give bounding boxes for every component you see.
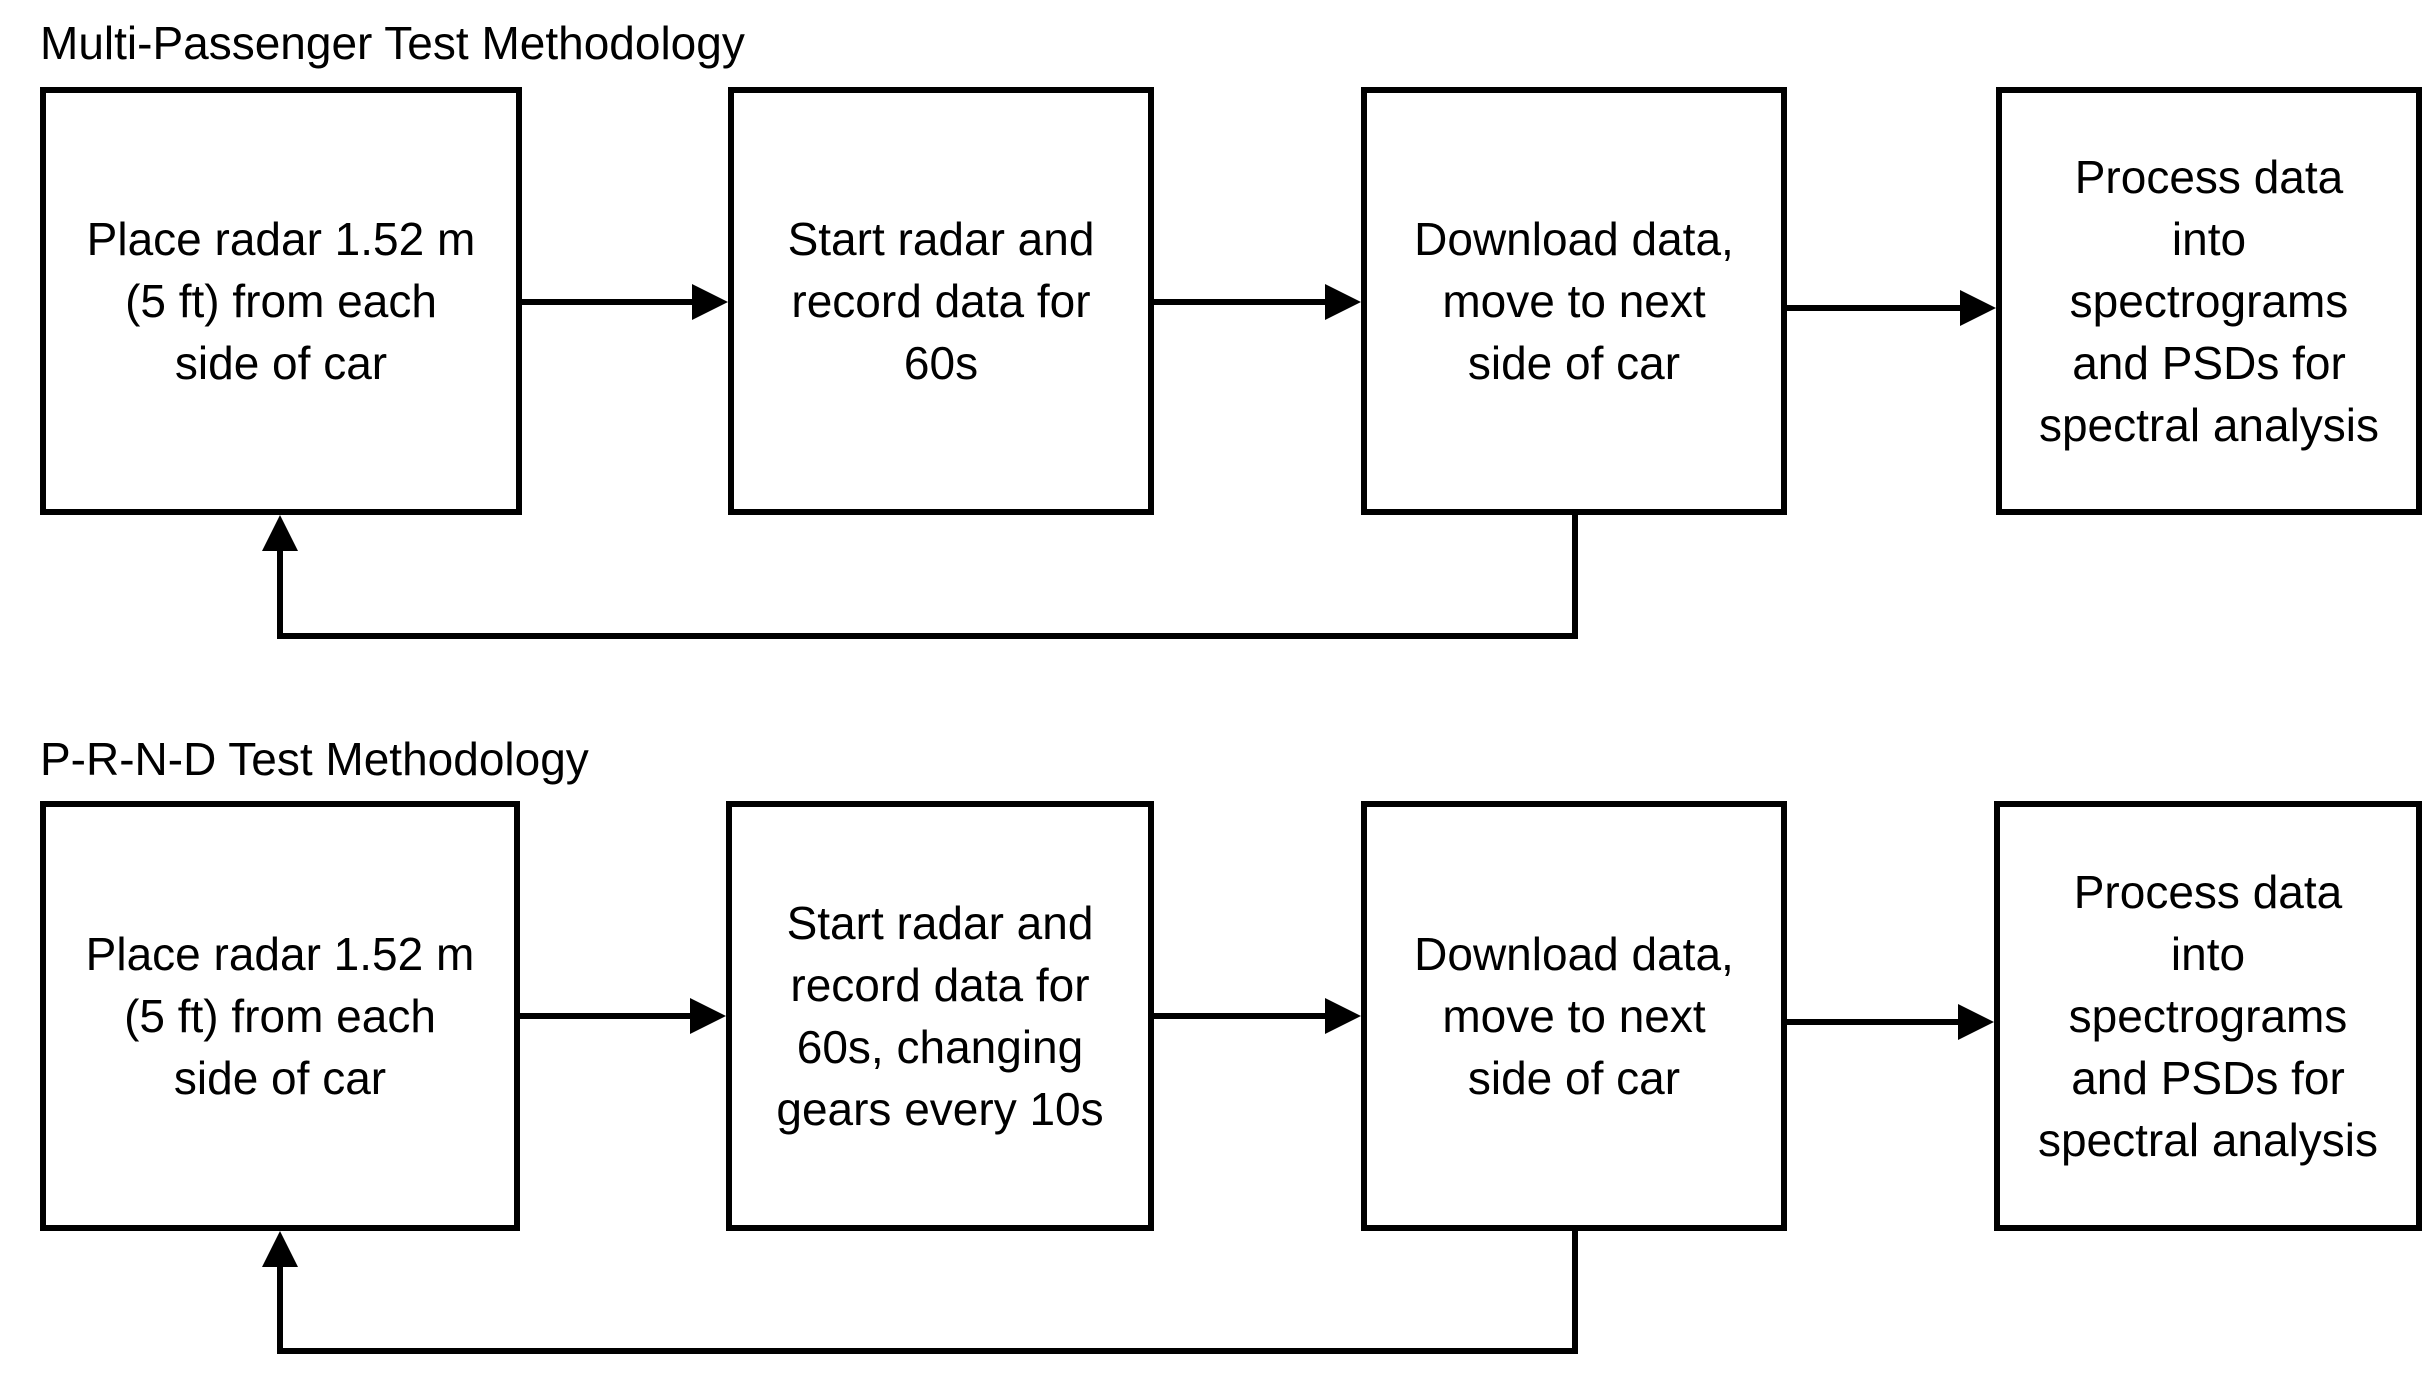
step-label: Download data, move to next side of car: [1414, 928, 1734, 1104]
step-label: Download data, move to next side of car: [1414, 213, 1734, 389]
diagram-2-loop-back-arrow: [262, 1231, 1578, 1354]
diagram-2-step-download-data: Download data, move to next side of car: [1361, 801, 1787, 1231]
diagram-1-step-place-radar: Place radar 1.52 m (5 ft) from each side…: [40, 87, 522, 515]
step-label: Place radar 1.52 m (5 ft) from each side…: [86, 213, 476, 389]
diagram-2-step-process-data: Process data into spectrograms and PSDs …: [1994, 801, 2422, 1231]
diagram-2-step-place-radar: Place radar 1.52 m (5 ft) from each side…: [40, 801, 520, 1231]
step-label: Start radar and record data for 60s: [787, 213, 1095, 389]
diagram-2-title: P-R-N-D Test Methodology: [40, 733, 589, 785]
diagram-1-title: Multi-Passenger Test Methodology: [40, 17, 745, 69]
diagram-2-step-start-radar: Start radar and record data for 60s, cha…: [726, 801, 1154, 1231]
diagram-1-step-start-radar: Start radar and record data for 60s: [728, 87, 1154, 515]
step-label: Process data into spectrograms and PSDs …: [2037, 866, 2379, 1166]
diagram-1-loop-back-arrow: [262, 515, 1578, 639]
diagram-1-step-process-data: Process data into spectrograms and PSDs …: [1996, 87, 2422, 515]
step-label: Process data into spectrograms and PSDs …: [2038, 151, 2380, 451]
step-label: Place radar 1.52 m (5 ft) from each side…: [85, 928, 475, 1104]
step-label: Start radar and record data for 60s, cha…: [776, 897, 1104, 1135]
diagram-1-step-download-data: Download data, move to next side of car: [1361, 87, 1787, 515]
